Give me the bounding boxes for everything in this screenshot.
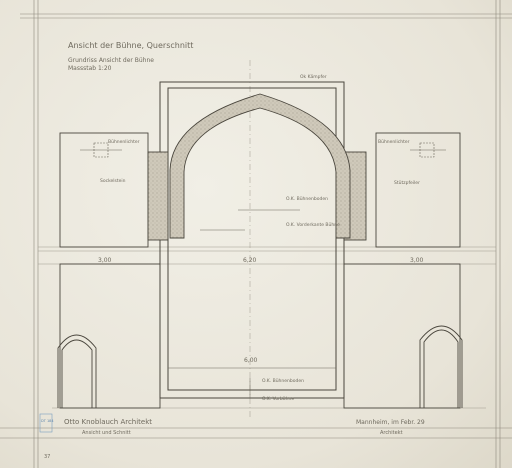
side-walls xyxy=(59,132,461,409)
footer-right-line1: Mannheim, im Febr. 29 xyxy=(356,419,425,426)
footer-right-line2: Architekt xyxy=(380,430,403,436)
dim-right-width: 3,00 xyxy=(410,257,424,264)
footer-left-line2: Ansicht und Schnitt xyxy=(82,430,131,436)
side-doors xyxy=(57,325,463,408)
dim-bottom-width: 6,00 xyxy=(244,357,258,364)
drawing-title: Ansicht der Bühne, Querschnitt xyxy=(68,41,193,50)
label-left-pier: Bühnenlichter xyxy=(108,139,140,145)
construction-lines xyxy=(38,60,496,420)
footer-left-line1: Otto Knoblauch Architekt xyxy=(64,418,152,426)
label-right-pier: Bühnenlichter xyxy=(378,139,410,145)
label-arch-top: Ok Kämpfer xyxy=(300,74,327,80)
dim-left-width: 3,00 xyxy=(98,257,112,264)
label-center-2: O.K. Vorderkante Bühne xyxy=(286,222,340,228)
page-number: 37 xyxy=(44,454,50,460)
pointed-arch xyxy=(169,93,351,239)
label-center-1: O.K. Bühnenboden xyxy=(286,196,328,202)
label-bottom-2: O.K. Vorbühne xyxy=(262,396,294,402)
pier-details xyxy=(80,142,446,158)
drawing-subtitle-line1: Grundriss Ansicht der Bühne xyxy=(68,57,154,64)
label-bottom-1: O.K. Bühnenboden xyxy=(262,378,304,384)
label-right-side: Stützpfeiler xyxy=(394,180,420,186)
dimension-lines xyxy=(168,209,336,398)
drawing-subtitle-line2: Massstab 1:20 xyxy=(68,65,112,72)
archive-stamp: DT 184 xyxy=(39,413,54,433)
label-left-side: Sockelstein xyxy=(100,178,126,184)
dim-center-width: 6,20 xyxy=(243,257,257,264)
stamp-text: DT 184 xyxy=(41,419,54,423)
